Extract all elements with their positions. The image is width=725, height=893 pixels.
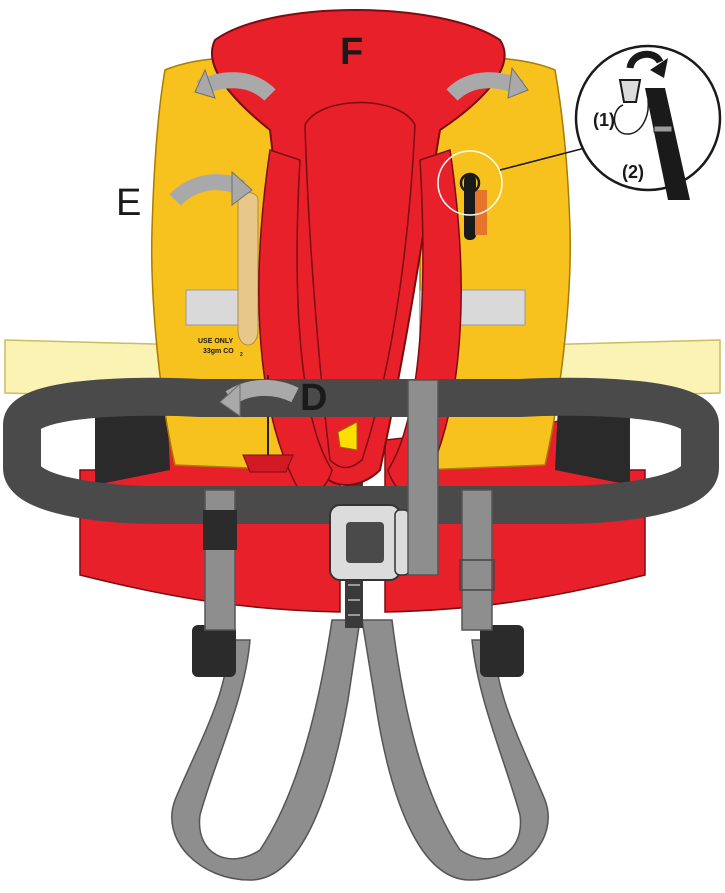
right-leg-buckle (480, 625, 524, 677)
use-only-text: USE ONLY (198, 338, 233, 345)
detail-inset: (1) (2) (576, 46, 720, 200)
belt-keeper (395, 510, 409, 575)
label-f: F (340, 31, 363, 73)
label-step-1: (1) (593, 110, 615, 130)
center-strap (408, 380, 438, 575)
belt-buckle-slot (346, 522, 384, 563)
oral-inflation-tube (238, 193, 258, 346)
cylinder-subscript: 2 (240, 352, 243, 358)
leg-straps (172, 620, 548, 880)
left-strap-patch (203, 510, 237, 550)
label-d: D (300, 377, 327, 419)
label-e: E (116, 182, 141, 224)
left-leg-buckle (192, 625, 236, 677)
cylinder-text: 33gm CO (203, 348, 234, 355)
label-step-2: (2) (622, 162, 644, 182)
